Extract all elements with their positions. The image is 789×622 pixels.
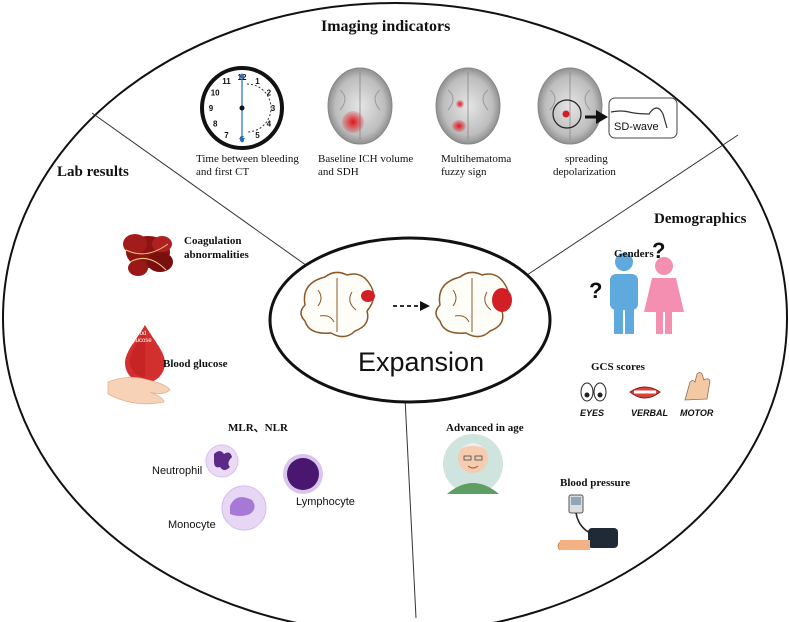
drop-text-1: Blood [131, 331, 147, 337]
clock-number: 9 [209, 104, 214, 113]
divider-right [526, 134, 739, 276]
eyes-icon [580, 382, 607, 402]
lab-title: Lab results [57, 164, 129, 180]
gcs-scores-label: GCS scores [591, 361, 645, 373]
clock-icon: 121234567891011 [196, 65, 288, 157]
imaging-label-time-2: and first CT [196, 166, 250, 178]
clock-number: 11 [222, 77, 231, 86]
divider-left [91, 112, 311, 269]
blood-glucose-label: Blood glucose [163, 358, 228, 370]
blood-pressure-monitor-icon [557, 494, 618, 551]
imaging-label-baseline-2: and SDH [318, 166, 359, 178]
genders-label: Genders [614, 248, 654, 260]
blood-drop-icon [125, 325, 165, 383]
brain-scan-spreading [537, 67, 603, 145]
lymphocyte-cell [283, 454, 323, 494]
mouth-icon [629, 386, 661, 399]
imaging-label-spreading-2: depolarization [553, 166, 616, 178]
blood-pressure-label: Blood pressure [560, 477, 631, 489]
hand-wave-icon [684, 372, 711, 401]
clock-number: 4 [267, 120, 272, 129]
sd-wave-label: SD-wave [614, 121, 659, 133]
gcs-verbal-label: VERBAL [631, 408, 669, 418]
divider-bottom [404, 397, 417, 619]
mlr-nlr-label: MLR、NLR [228, 422, 288, 434]
dashed-arrow-icon [393, 301, 430, 311]
brain-scan-baseline [327, 67, 393, 145]
imaging-label-baseline-1: Baseline ICH volume [318, 153, 414, 165]
brain-scan-multihematoma [435, 67, 501, 145]
sd-wave-box [608, 97, 678, 139]
gcs-motor-label: MOTOR [680, 408, 714, 418]
hand-icon [107, 377, 171, 405]
neutrophil-label: Neutrophil [152, 465, 203, 477]
clock-number: 8 [213, 120, 218, 129]
brain-before-icon [300, 271, 375, 338]
imaging-label-multi-2: fuzzy sign [441, 166, 487, 178]
coagulation-label-1: Coagulation [184, 235, 242, 247]
question-mark-female: ? [652, 238, 666, 263]
coagulation-label-2: abnormalities [184, 249, 249, 261]
monocyte-cell [221, 485, 267, 531]
imaging-label-spreading-1: spreading [565, 153, 608, 165]
male-figure-icon [610, 253, 638, 334]
demographics-title: Demographics [654, 211, 747, 227]
blood-clot-icon [123, 234, 173, 276]
clock-number: 3 [271, 104, 276, 113]
neutrophil-cell [205, 444, 239, 478]
brain-after-icon [435, 271, 512, 338]
drop-text-2: glucose [131, 338, 152, 344]
clock-number: 2 [267, 89, 272, 98]
advanced-age-label: Advanced in age [446, 422, 524, 434]
female-figure-icon [644, 257, 684, 334]
question-mark-male: ? [589, 278, 603, 303]
expansion-label: Expansion [358, 347, 485, 377]
arrow-icon [585, 110, 608, 124]
lymphocyte-label: Lymphocyte [296, 496, 355, 508]
imaging-title: Imaging indicators [321, 18, 451, 35]
clock-number: 5 [255, 131, 260, 140]
monocyte-label: Monocyte [168, 519, 216, 531]
imaging-label-multi-1: Multihematoma [441, 153, 512, 165]
imaging-label-time-1: Time between bleeding [196, 153, 299, 165]
clock-number: 10 [211, 89, 220, 98]
clock-number: 1 [255, 77, 260, 86]
gcs-eyes-label: EYES [580, 408, 605, 418]
elderly-person-icon [443, 434, 503, 494]
clock-number: 7 [224, 131, 229, 140]
